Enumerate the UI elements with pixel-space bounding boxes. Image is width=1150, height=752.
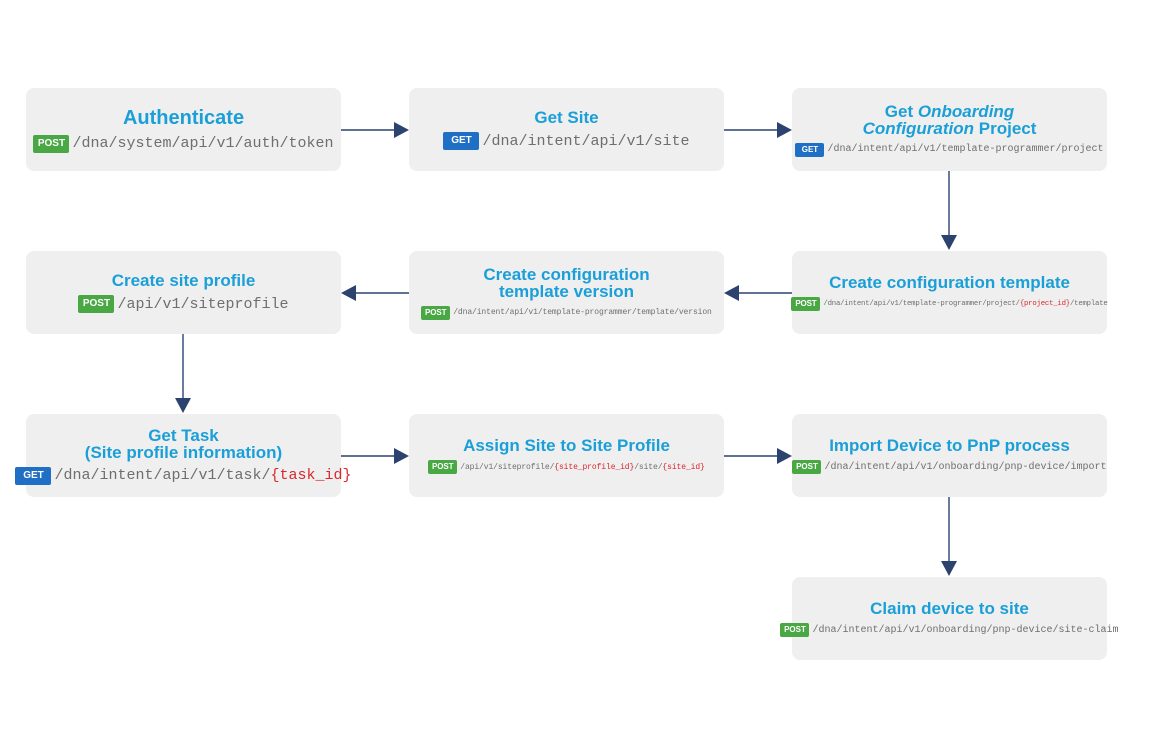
node-get-onboarding-project: Get Onboarding Configuration Project GET… <box>792 88 1107 171</box>
endpoint-path: /dna/intent/api/v1/template-programmer/t… <box>453 308 712 317</box>
node-title: Create configuration template version <box>483 264 650 301</box>
method-badge: GET <box>795 142 825 157</box>
endpoint: POST /dna/intent/api/v1/onboarding/pnp-d… <box>780 623 1119 637</box>
node-title: Get Site <box>534 108 599 127</box>
method-badge: POST <box>421 305 451 320</box>
endpoint: POST /dna/intent/api/v1/template-program… <box>791 297 1108 311</box>
arrow-authenticate-to-get-site <box>341 122 409 138</box>
method-badge: POST <box>78 295 115 313</box>
endpoint: POST /dna/intent/api/v1/template-program… <box>421 305 712 320</box>
node-get-task: Get Task (Site profile information) GET … <box>15 414 352 497</box>
path-param: {site_profile_id} <box>554 462 635 472</box>
path-param: {task_id} <box>270 467 352 484</box>
arrow-get-site-to-get-project <box>724 122 792 138</box>
endpoint-path: /dna/intent/api/v1/template-programmer/p… <box>823 300 1108 308</box>
node-title: Authenticate <box>122 106 245 129</box>
endpoint-path: /dna/intent/api/v1/onboarding/pnp-device… <box>812 624 1119 636</box>
endpoint-path: /dna/intent/api/v1/template-programmer/p… <box>827 144 1104 155</box>
node-import-device: Import Device to PnP process POST /dna/i… <box>792 414 1107 497</box>
method-badge: GET <box>15 466 52 485</box>
endpoint: POST /dna/system/api/v1/auth/token <box>33 134 334 153</box>
method-badge: POST <box>780 623 810 637</box>
method-badge: POST <box>791 297 821 311</box>
node-title: Import Device to PnP process <box>829 436 1070 455</box>
arrow-site-profile-to-get-task <box>175 334 191 413</box>
arrow-version-to-site-profile <box>341 285 409 301</box>
method-badge: GET <box>443 132 480 150</box>
node-authenticate: Authenticate POST /dna/system/api/v1/aut… <box>26 88 341 171</box>
node-title: Claim device to site <box>870 599 1029 618</box>
path-param: {project_id} <box>1019 300 1070 308</box>
path-param: {site_id} <box>662 462 705 472</box>
node-title: Create configuration template <box>829 273 1070 292</box>
endpoint: POST /api/v1/siteprofile/{site_profile_i… <box>428 460 705 474</box>
endpoint: POST /dna/intent/api/v1/onboarding/pnp-d… <box>792 460 1107 474</box>
arrow-get-project-to-create-template <box>941 171 957 250</box>
method-badge: POST <box>428 460 458 474</box>
node-get-site: Get Site GET /dna/intent/api/v1/site <box>409 88 724 171</box>
endpoint-path: /api/v1/siteprofile/{site_profile_id}/si… <box>460 462 705 472</box>
arrow-import-device-to-claim <box>941 497 957 576</box>
node-title: Create site profile <box>111 271 256 290</box>
endpoint-path: /dna/intent/api/v1/task/{task_id} <box>54 467 352 484</box>
method-badge: POST <box>33 134 70 153</box>
node-create-template: Create configuration template POST /dna/… <box>791 251 1108 334</box>
endpoint-path: /api/v1/siteprofile <box>117 295 289 313</box>
endpoint: GET /dna/intent/api/v1/template-programm… <box>795 142 1104 157</box>
endpoint: GET /dna/intent/api/v1/site <box>443 132 690 150</box>
method-badge: POST <box>792 460 822 474</box>
endpoint: GET /dna/intent/api/v1/task/{task_id} <box>15 466 352 485</box>
arrow-assign-site-to-import-device <box>724 448 792 464</box>
endpoint-path: /dna/system/api/v1/auth/token <box>72 135 334 152</box>
node-create-site-profile: Create site profile POST /api/v1/sitepro… <box>26 251 341 334</box>
arrow-create-template-to-version <box>724 285 792 301</box>
node-title: Assign Site to Site Profile <box>463 436 670 455</box>
node-claim-device: Claim device to site POST /dna/intent/ap… <box>780 577 1119 660</box>
endpoint-path: /dna/intent/api/v1/onboarding/pnp-device… <box>824 461 1107 473</box>
arrow-get-task-to-assign-site <box>341 448 409 464</box>
endpoint-path: /dna/intent/api/v1/site <box>482 132 690 150</box>
node-assign-site: Assign Site to Site Profile POST /api/v1… <box>409 414 724 497</box>
endpoint: POST /api/v1/siteprofile <box>78 295 289 313</box>
node-title: Get Task (Site profile information) <box>84 425 283 462</box>
node-create-template-version: Create configuration template version PO… <box>409 251 724 334</box>
node-title: Get Onboarding Configuration Project <box>862 101 1037 138</box>
